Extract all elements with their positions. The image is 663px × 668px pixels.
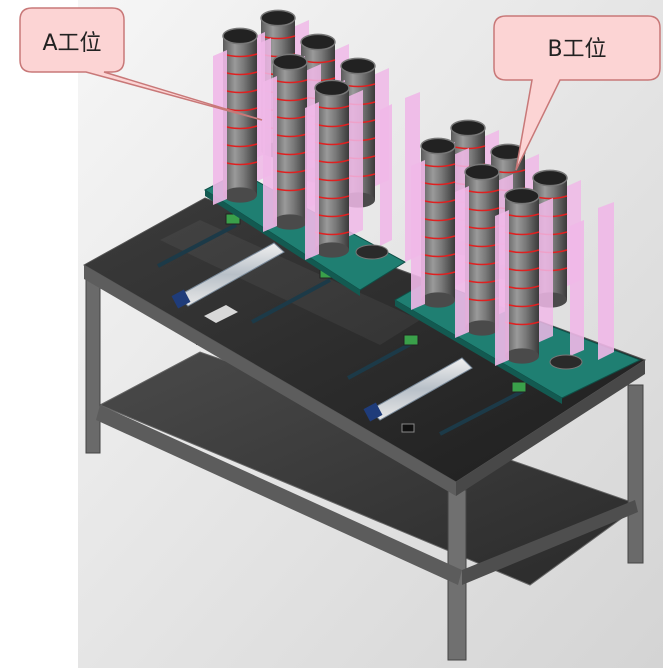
tube-opening xyxy=(300,33,336,51)
tube-base xyxy=(465,320,499,336)
callout-b-bubble xyxy=(493,15,661,171)
guide-plate-front xyxy=(455,186,469,338)
tube xyxy=(495,187,553,366)
slide-rod-4 xyxy=(439,388,526,436)
station-a-tubes xyxy=(213,9,420,262)
callout-station-b: B工位 xyxy=(493,15,661,171)
workbench-table xyxy=(82,197,647,661)
tube-opening xyxy=(222,27,258,45)
callout-station-a: A工位 xyxy=(19,7,263,121)
tube-base xyxy=(505,348,539,364)
tube-body xyxy=(273,62,307,222)
slide-rod-2 xyxy=(251,278,331,324)
tube-opening xyxy=(464,163,500,181)
tube-body xyxy=(505,196,539,356)
tube xyxy=(213,27,271,205)
tube-opening xyxy=(504,187,540,205)
guide-plate-front xyxy=(305,102,319,260)
module-a-endcap xyxy=(171,289,191,309)
module-b-endcap xyxy=(363,402,383,422)
tube-opening xyxy=(272,53,308,71)
guide-plate-tall xyxy=(570,220,584,356)
rails-on-table xyxy=(157,213,527,436)
tube-opening xyxy=(260,9,296,27)
guide-plate-front xyxy=(213,50,227,205)
callout-a-label: A工位 xyxy=(42,31,101,56)
sensor-3 xyxy=(403,334,419,346)
guide-plate-front xyxy=(495,210,509,366)
small-plate-1 xyxy=(204,305,238,323)
table-reflection xyxy=(160,220,420,345)
tube-body xyxy=(465,172,499,328)
tube-base xyxy=(223,187,257,203)
tube-stub xyxy=(549,354,583,370)
station-b-tubes xyxy=(411,119,614,370)
tube-opening xyxy=(340,57,376,75)
tube-body xyxy=(223,36,257,195)
table-leg-left xyxy=(85,274,101,454)
tube-base xyxy=(421,292,455,308)
tube-base xyxy=(273,214,307,230)
tube-opening xyxy=(314,79,350,97)
tube-base xyxy=(315,242,349,258)
base-plate-b-edge xyxy=(395,300,562,404)
tube-stub xyxy=(355,244,389,260)
tube-body xyxy=(315,88,349,250)
sensor-4 xyxy=(511,381,527,393)
lower-rail-right xyxy=(462,500,638,585)
guide-plate-front xyxy=(411,160,425,310)
base-plate-a-edge xyxy=(205,190,360,296)
table-leg-right xyxy=(627,384,644,564)
guide-plate xyxy=(535,198,553,344)
tube-opening xyxy=(532,169,568,187)
callout-b-label: B工位 xyxy=(547,37,606,62)
table-edge-right xyxy=(456,360,645,496)
slide-rod-1 xyxy=(157,223,237,268)
small-slot xyxy=(401,423,415,433)
tube-body xyxy=(421,146,455,300)
table-edge-front xyxy=(84,265,456,496)
guide-plate xyxy=(345,90,363,238)
tube-opening xyxy=(420,137,456,155)
guide-plate-front xyxy=(263,76,277,232)
callout-a-bubble xyxy=(19,7,263,121)
tube xyxy=(305,79,363,260)
slide-rod-3 xyxy=(347,338,419,380)
tube-opening xyxy=(450,119,486,137)
guide-plate-tall xyxy=(380,104,392,246)
lower-rail-front xyxy=(96,405,462,585)
guide-plate-tall xyxy=(598,202,614,360)
